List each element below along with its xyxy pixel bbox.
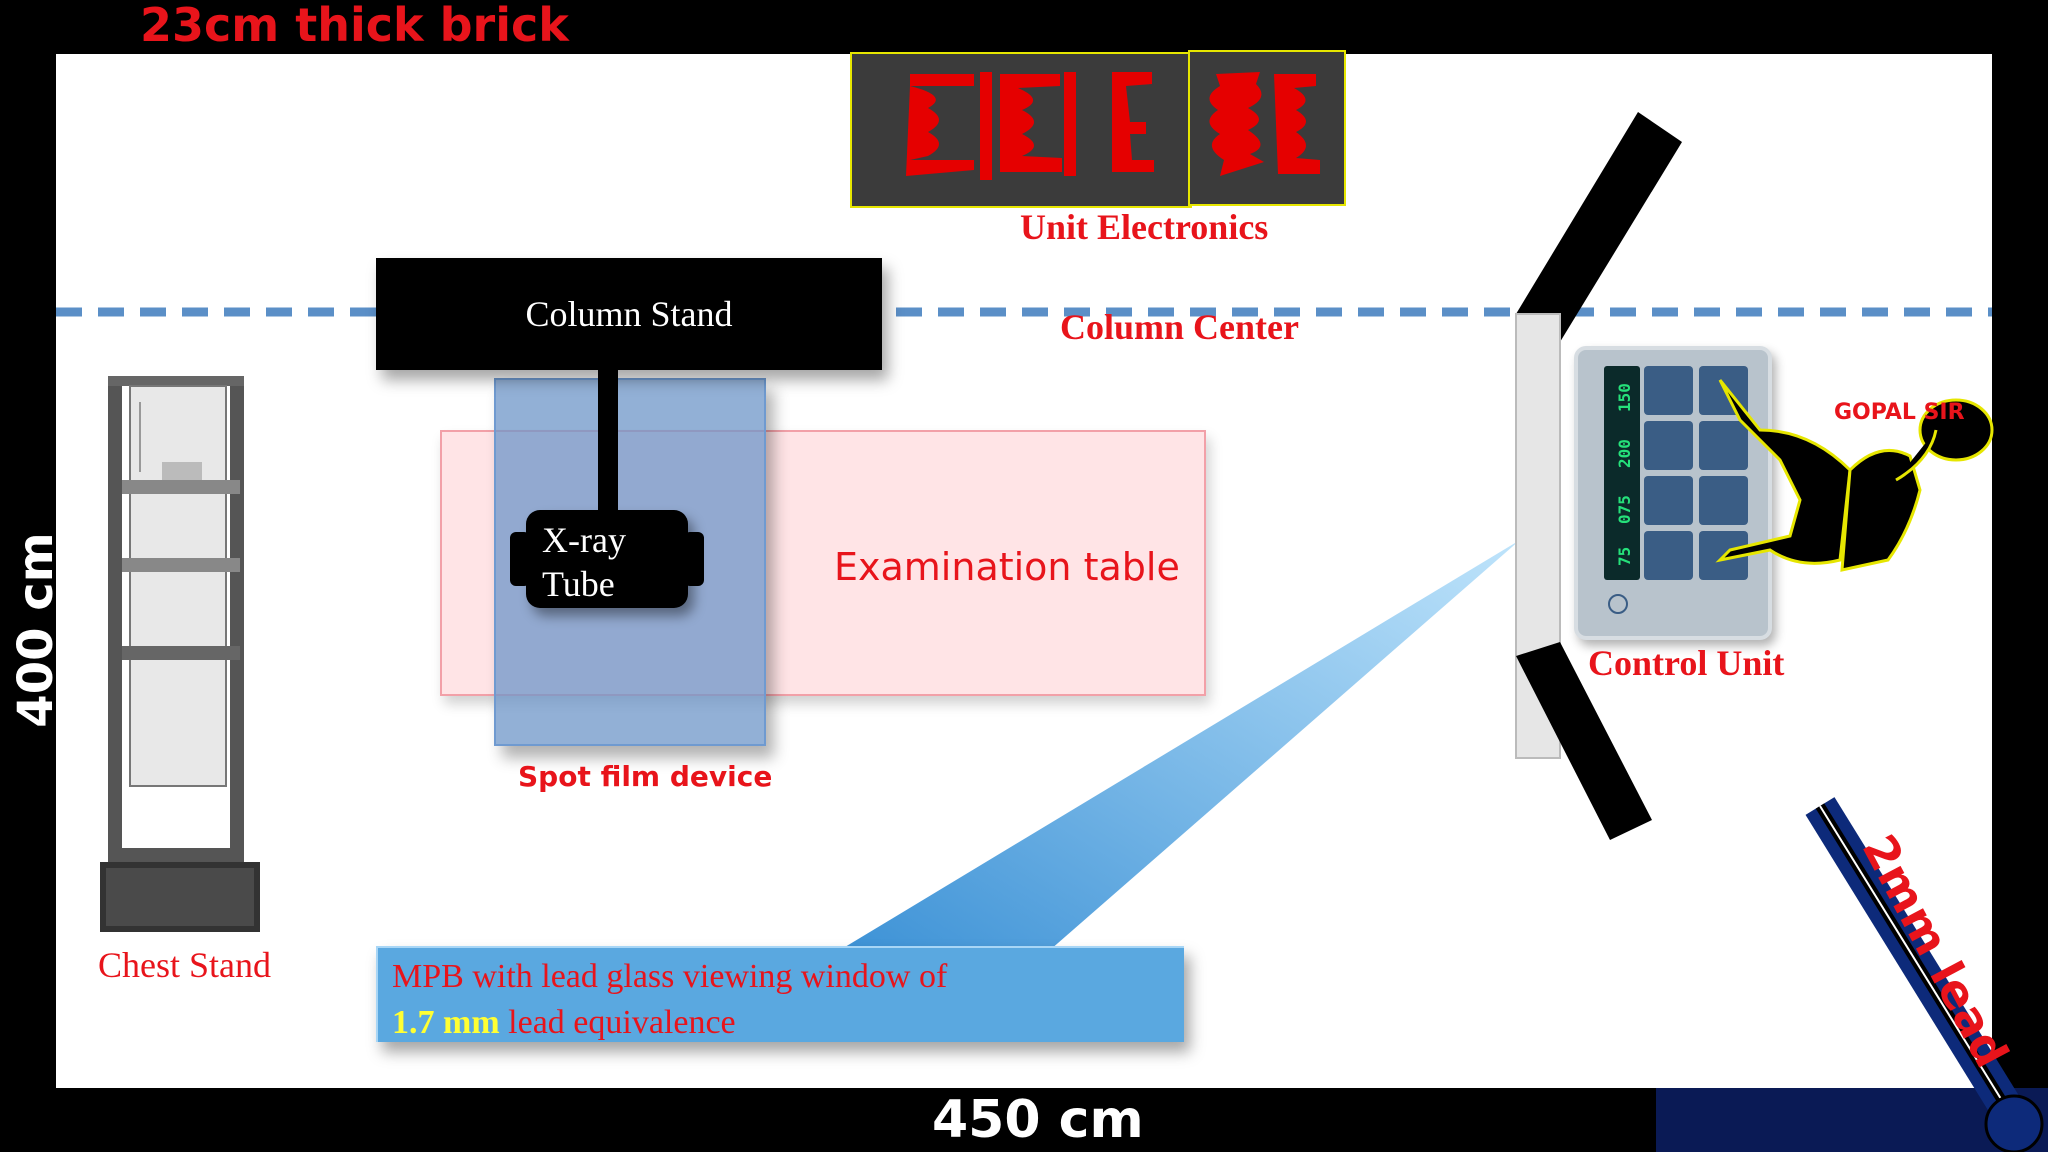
control-button [1644,421,1693,470]
lead-shield [1805,797,2044,1152]
lead-equivalence-value: 1.7 mm [392,1004,500,1041]
control-button [1699,476,1748,525]
control-unit-label: Control Unit [1588,643,1785,683]
chest-stand [100,376,260,932]
readout-4: 75 [1615,547,1634,566]
chest-stand-label: Chest Stand [98,945,272,985]
operator-label: GOPAL SIR [1834,400,1965,425]
control-unit-readouts: 150 200 075 75 [1615,383,1634,566]
viewing-cone [840,540,1520,950]
unit-electronics-label: Unit Electronics [1020,207,1269,247]
room-width-label: 400 cm [8,532,64,728]
control-unit-display [1604,366,1640,580]
xray-tube-label-line1: X-ray [542,520,626,560]
examination-table-label: Examination table [834,545,1180,589]
tube-end-right [684,532,704,586]
spot-film-device-label: Spot film device [518,760,773,793]
column-center-label: Column Center [1060,307,1299,347]
control-button [1644,476,1693,525]
power-icon [1608,594,1628,614]
electronics-symbols [906,72,1320,180]
control-button [1644,366,1693,415]
mpb-line2: 1.7 mm lead equivalence [392,1000,1184,1046]
readout-2: 200 [1615,439,1634,468]
xray-tube: X-ray Tube [526,510,688,608]
mpb-line2-rest: lead equivalence [499,1004,736,1041]
control-button [1699,421,1748,470]
mpb-line1: MPB with lead glass viewing window of [392,958,948,995]
xray-tube-label-line2: Tube [542,564,615,604]
mpb-lead-glass-window: MPB with lead glass viewing window of 1.… [376,946,1184,1042]
protective-barrier [1515,112,1682,840]
tube-arm [598,368,618,514]
tube-end-left [510,532,530,586]
operator-silhouette [1715,379,1994,572]
brick-wall-label: 23cm thick brick [140,0,569,52]
room-length-label: 450 cm [932,1090,1144,1150]
control-button [1644,531,1693,580]
column-center-line [56,307,1992,317]
readout-3: 075 [1615,495,1634,524]
readout-1: 150 [1615,383,1634,412]
column-stand: Column Stand [376,258,882,370]
